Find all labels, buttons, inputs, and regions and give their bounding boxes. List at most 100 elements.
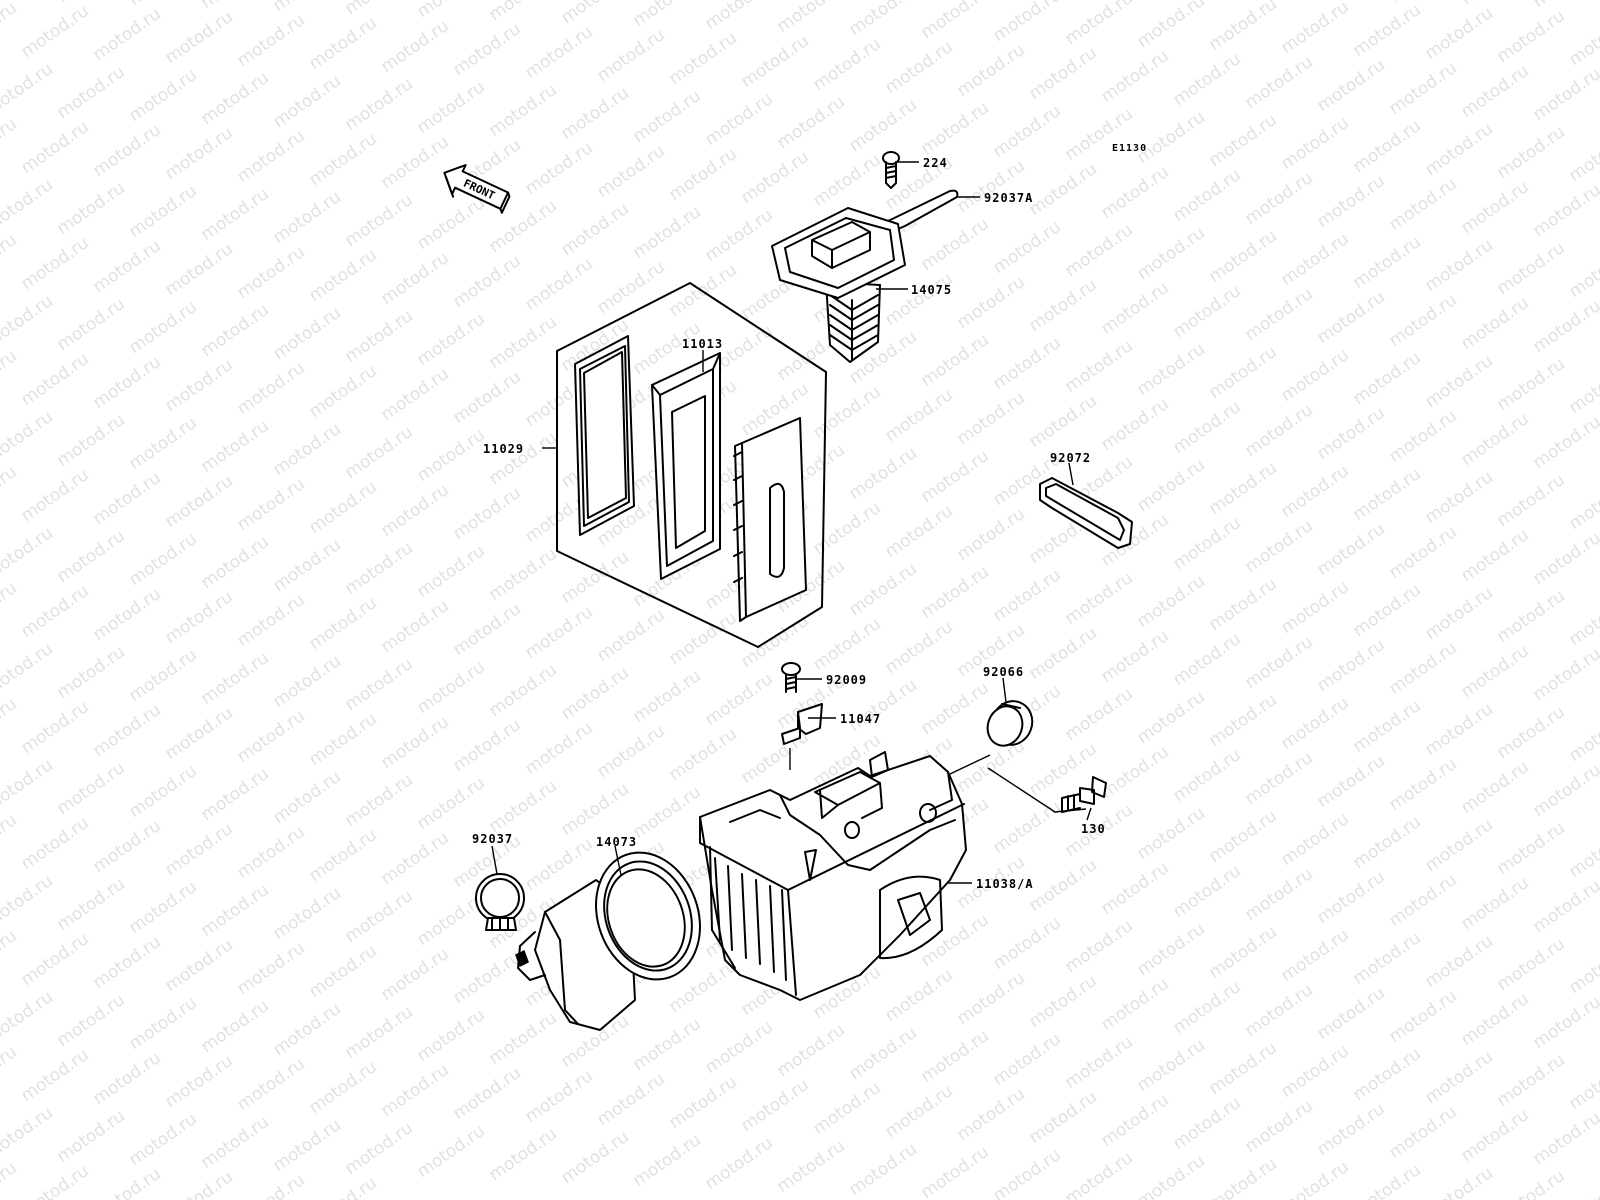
watermark-text: motod.ru: [989, 1145, 1064, 1200]
watermark-text: motod.ru: [1313, 983, 1388, 1044]
watermark-text: motod.ru: [0, 694, 21, 755]
watermark-text: motod.ru: [53, 1106, 128, 1167]
watermark-text: motod.ru: [1169, 629, 1244, 690]
watermark-text: motod.ru: [269, 0, 344, 16]
watermark-text: motod.ru: [377, 596, 452, 657]
watermark-text: motod.ru: [1565, 1053, 1600, 1114]
watermark-text: motod.ru: [1385, 406, 1460, 467]
watermark-text: motod.ru: [413, 425, 488, 486]
watermark-text: motod.ru: [1313, 867, 1388, 928]
watermark-text: motod.ru: [197, 184, 272, 245]
watermark-text: motod.ru: [1313, 171, 1388, 232]
watermark-text: motod.ru: [341, 0, 416, 19]
watermark-text: motod.ru: [269, 767, 344, 828]
watermark-text: motod.ru: [233, 10, 308, 71]
watermark-text: motod.ru: [1313, 55, 1388, 116]
callout-224: 224: [923, 156, 948, 170]
watermark-text: motod.ru: [593, 257, 668, 318]
watermark-text: motod.ru: [1169, 861, 1244, 922]
watermark-text: motod.ru: [125, 877, 200, 938]
watermark-text: motod.ru: [341, 654, 416, 715]
watermark-text: motod.ru: [233, 590, 308, 651]
watermark-text: motod.ru: [413, 1121, 488, 1182]
watermark-text: motod.ru: [1529, 528, 1600, 589]
watermark-text: motod.ru: [773, 1136, 848, 1197]
watermark-text: motod.ru: [1313, 0, 1388, 3]
watermark-text: motod.ru: [449, 19, 524, 80]
watermark-text: motod.ru: [197, 0, 272, 13]
watermark-text: motod.ru: [1385, 174, 1460, 235]
watermark-text: motod.ru: [1025, 623, 1100, 684]
watermark-text: motod.ru: [1493, 6, 1568, 67]
watermark-text: motod.ru: [53, 526, 128, 587]
watermark-text: motod.ru: [629, 666, 704, 727]
watermark-text: motod.ru: [1421, 119, 1496, 180]
watermark-text: motod.ru: [1025, 739, 1100, 800]
filter-frame-11029: [574, 335, 635, 536]
watermark-text: motod.ru: [881, 37, 956, 98]
watermark-text: motod.ru: [89, 4, 164, 65]
watermark-text: motod.ru: [1241, 980, 1316, 1041]
watermark-text: motod.ru: [17, 1161, 92, 1200]
watermark-text: motod.ru: [1133, 687, 1208, 748]
watermark-text: motod.ru: [665, 28, 740, 89]
watermark-text: motod.ru: [377, 712, 452, 773]
watermark-text: motod.ru: [809, 498, 884, 559]
watermark-text: motod.ru: [89, 700, 164, 761]
watermark-text: motod.ru: [881, 617, 956, 678]
watermark-text: motod.ru: [269, 187, 344, 248]
watermark-text: motod.ru: [1241, 748, 1316, 809]
watermark-text: motod.ru: [89, 932, 164, 993]
watermark-text: motod.ru: [1169, 977, 1244, 1038]
watermark-text: motod.ru: [1097, 46, 1172, 107]
watermark-text: motod.ru: [305, 709, 380, 770]
watermark-text: motod.ru: [1457, 525, 1532, 586]
watermark-text: motod.ru: [629, 202, 704, 263]
watermark-text: motod.ru: [1097, 278, 1172, 339]
watermark-text: motod.ru: [1493, 702, 1568, 763]
watermark-text: motod.ru: [1493, 934, 1568, 995]
callout-92009: 92009: [826, 673, 867, 687]
watermark-text: motod.ru: [845, 443, 920, 504]
watermark-text: motod.ru: [1169, 397, 1244, 458]
watermark-text: motod.ru: [197, 648, 272, 709]
watermark-text: motod.ru: [89, 584, 164, 645]
watermark-text: motod.ru: [881, 501, 956, 562]
watermark-text: motod.ru: [989, 0, 1064, 46]
watermark-text: motod.ru: [1205, 574, 1280, 635]
watermark-text: motod.ru: [1133, 339, 1208, 400]
watermark-text: motod.ru: [17, 581, 92, 642]
watermark-text: motod.ru: [557, 1127, 632, 1188]
watermark-text: motod.ru: [161, 1051, 236, 1112]
watermark-text: motod.ru: [593, 721, 668, 782]
watermark-text: motod.ru: [1385, 58, 1460, 119]
watermark-text: motod.ru: [125, 993, 200, 1054]
watermark-text: motod.ru: [53, 990, 128, 1051]
watermark-text: motod.ru: [377, 248, 452, 309]
watermark-text: motod.ru: [989, 913, 1064, 974]
watermark-text: motod.ru: [1169, 165, 1244, 226]
watermark-text: motod.ru: [0, 639, 57, 700]
watermark-text: motod.ru: [1421, 931, 1496, 992]
watermark-text: motod.ru: [1277, 113, 1352, 174]
watermark-text: motod.ru: [881, 1081, 956, 1142]
watermark-text: motod.ru: [1529, 180, 1600, 241]
watermark-text: motod.ru: [1529, 992, 1600, 1053]
watermark-text: motod.ru: [629, 1014, 704, 1075]
watermark-text: motod.ru: [845, 1139, 920, 1200]
callout-11029: 11029: [483, 442, 524, 456]
watermark-text: motod.ru: [485, 0, 560, 25]
watermark-text: motod.ru: [305, 1173, 380, 1200]
watermark-text: motod.ru: [1169, 745, 1244, 806]
watermark-text: motod.ru: [953, 1084, 1028, 1145]
watermark-text: motod.ru: [0, 987, 57, 1048]
watermark-text: motod.ru: [701, 0, 776, 34]
watermark-text: motod.ru: [773, 92, 848, 153]
callout-92037a: 92037A: [984, 191, 1033, 205]
watermark-text: motod.ru: [1565, 589, 1600, 650]
watermark-text: motod.ru: [1205, 0, 1280, 55]
watermark-text: motod.ru: [521, 254, 596, 315]
watermark-text: motod.ru: [197, 764, 272, 825]
watermark-text: motod.ru: [341, 74, 416, 135]
watermark-text: motod.ru: [53, 294, 128, 355]
